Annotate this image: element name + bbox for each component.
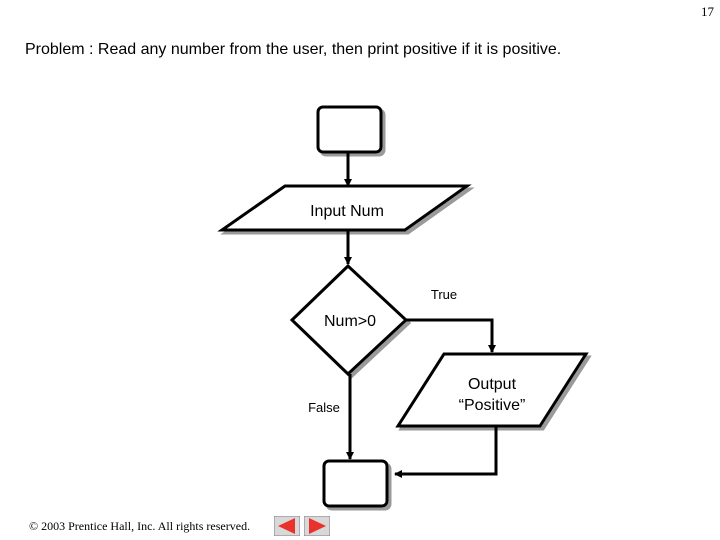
start-terminal — [316, 105, 383, 154]
page-number: 17 — [701, 4, 714, 19]
output-parallelogram — [395, 352, 589, 428]
previous-slide-button[interactable] — [274, 516, 300, 536]
input-label: Input Num — [310, 203, 384, 220]
input-parallelogram — [217, 184, 472, 232]
true-label: True — [431, 287, 457, 302]
arrow-output-to-end — [394, 426, 498, 478]
previous-arrow-icon — [278, 518, 295, 534]
next-arrow-icon — [309, 518, 326, 534]
end-terminal — [322, 459, 389, 508]
decision-label: Num>0 — [324, 313, 376, 330]
decision-diamond — [289, 263, 409, 377]
false-label: False — [308, 400, 340, 415]
next-slide-button[interactable] — [304, 516, 330, 536]
output-label-line2: “Positive” — [459, 397, 526, 414]
output-label-line1: Output — [468, 376, 517, 393]
copyright-notice: © 2003 Prentice Hall, Inc. All rights re… — [29, 519, 251, 533]
problem-statement: Problem : Read any number from the user,… — [25, 41, 562, 58]
arrow-true-branch — [406, 318, 496, 353]
